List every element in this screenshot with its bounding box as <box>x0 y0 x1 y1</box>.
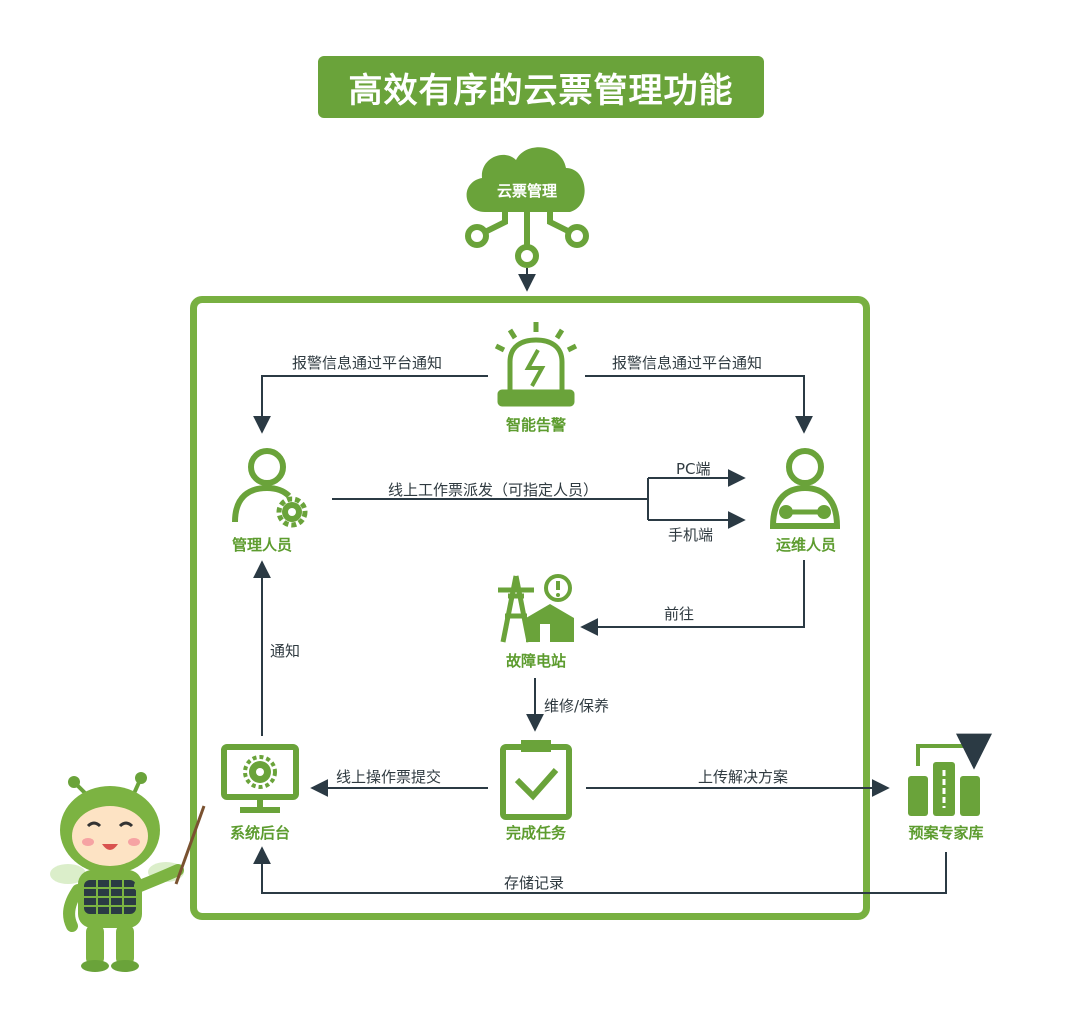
cloud-network-icon <box>465 147 589 268</box>
edge-label-store: 存储记录 <box>504 874 565 892</box>
alarm-light-icon <box>494 322 578 407</box>
clipboard-check-icon <box>500 740 572 820</box>
monitor-gear-icon <box>221 744 299 813</box>
edge-label-dispatch: 线上工作票派发（可指定人员） <box>388 481 599 499</box>
edge-label-maintain: 维修/保养 <box>544 697 610 715</box>
edge-label-mobile: 手机端 <box>668 526 714 544</box>
edge-label-goto: 前往 <box>664 605 695 623</box>
node-library-label: 预案专家库 <box>908 824 984 842</box>
node-manager-label: 管理人员 <box>231 536 292 554</box>
cloud-label: 云票管理 <box>496 182 557 200</box>
edge-label-submit: 线上操作票提交 <box>336 768 442 786</box>
library-bars-icon <box>908 733 992 816</box>
worker-wrench-icon <box>769 448 841 529</box>
edge-label-pc: PC端 <box>676 460 711 478</box>
power-tower-warning-icon <box>498 574 574 643</box>
node-alarm-label: 智能告警 <box>505 416 566 434</box>
node-station-label: 故障电站 <box>505 652 566 670</box>
edge-goto-station <box>580 560 805 636</box>
node-backend-label: 系统后台 <box>229 824 290 842</box>
edge-alarm-to-manager <box>253 375 488 434</box>
edge-label-alarm-manager: 报警信息通过平台通知 <box>292 354 443 372</box>
workflow-frame <box>190 296 870 920</box>
edge-label-upload: 上传解决方案 <box>698 768 789 786</box>
edge-store <box>253 846 947 894</box>
edge-label-alarm-operator: 报警信息通过平台通知 <box>612 354 763 372</box>
mascot-illustration <box>50 772 206 972</box>
edge-alarm-to-operator <box>585 375 813 434</box>
page-title: 高效有序的云票管理功能 <box>318 56 764 118</box>
node-operator-label: 运维人员 <box>775 536 836 554</box>
node-task-label: 完成任务 <box>505 824 566 842</box>
user-gear-icon <box>232 448 308 528</box>
edge-label-notify: 通知 <box>270 642 301 660</box>
